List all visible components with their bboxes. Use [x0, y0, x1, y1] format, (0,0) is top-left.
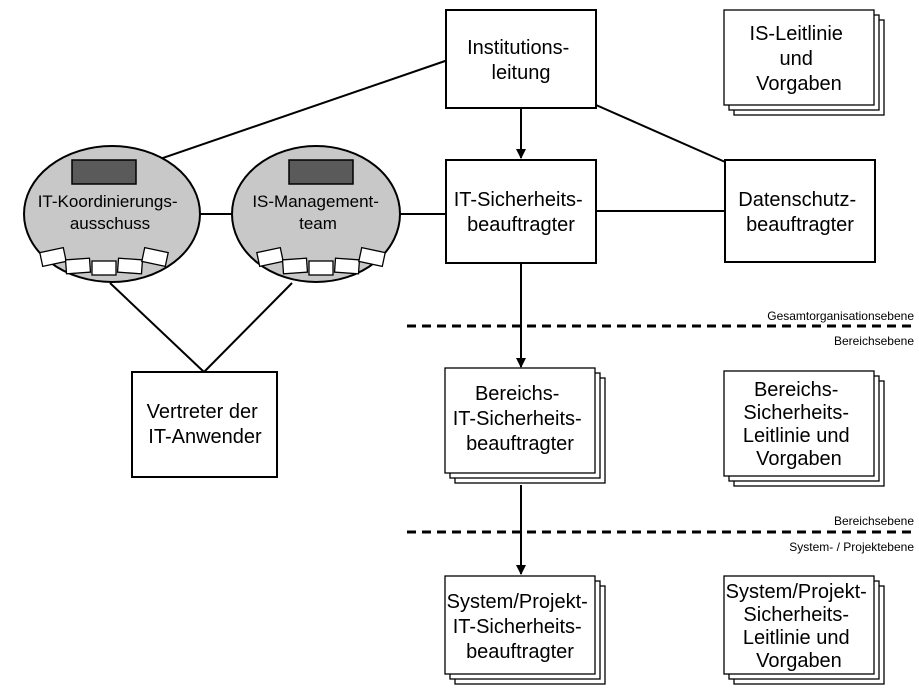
svg-text:Bereichs- Sicherheits-: Bereichs- Sicherheits- Leitlinie und Vor…: [743, 379, 855, 470]
node-institutionsleitung-line-1: Institutions-: [467, 37, 569, 59]
document-stack-is-leitlinie: IS-Leitlinie und Vorgaben: [723, 9, 885, 116]
node-is-leitlinie-line-3: Vorgaben: [756, 73, 842, 95]
node-management-line-2: team: [299, 214, 337, 233]
node-institutionsleitung: Institutions- leitung: [445, 9, 597, 109]
node-datenschutz-line-1: Datenschutz-: [738, 189, 856, 211]
svg-text:Vertreter der IT-Anwende: Vertreter der IT-Anwender: [147, 401, 264, 448]
level-label-bereich-1: Bereichsebene: [834, 334, 914, 348]
svg-text:Institutions- leitung: Institutions- leitung: [467, 37, 575, 84]
node-koordinierung-line-1: IT-Koordinierungs-: [38, 192, 178, 211]
connector-koordinierung-to-vertreter: [109, 282, 205, 373]
node-bereichs-itsb-line-3: beauftragter: [466, 433, 574, 455]
chair-row-icon: [39, 246, 169, 276]
node-bereichs-leitlinie-line-4: Vorgaben: [756, 448, 842, 470]
meeting-table-it-koordinierung: IT-Koordinierungs- ausschuss: [23, 145, 201, 283]
node-bereichs-leitlinie-line-3: Leitlinie und: [743, 425, 850, 447]
node-koordinierung-line-2: ausschuss: [70, 214, 150, 233]
svg-text:System/Projekt- Sicherhe: System/Projekt- Sicherheits- Leitlinie u…: [726, 581, 873, 672]
node-vertreter-line-2: IT-Anwender: [148, 426, 262, 448]
svg-text:IT-Koordinierungs- aussc: IT-Koordinierungs- ausschuss: [38, 192, 183, 233]
node-itsb-line-2: beauftragter: [467, 214, 575, 236]
level-label-bereich-2: Bereichsebene: [834, 514, 914, 528]
node-is-leitlinie-line-2: und: [780, 48, 813, 70]
node-vertreter-it-anwender: Vertreter der IT-Anwender: [131, 371, 278, 478]
node-institutionsleitung-line-2: leitung: [492, 62, 551, 84]
node-bereichs-it-sicherheitsbeauftragter: Bereichs- IT-Sicherheits- beauftragter: [444, 367, 606, 484]
svg-text:Bereichs- IT-Sicherheits: Bereichs- IT-Sicherheits- beauftragter: [453, 383, 588, 455]
chair-row-icon: [256, 246, 386, 276]
node-system-leitlinie-line-2: Sicherheits-: [743, 604, 849, 626]
node-is-leitlinie-line-1: IS-Leitlinie: [750, 23, 843, 45]
node-itsb-line-1: IT-Sicherheits-: [454, 189, 583, 211]
node-system-leitlinie-line-1: System/Projekt-: [726, 581, 867, 603]
connector-leitung-to-koordinierung: [121, 59, 449, 173]
document-stack-system-leitlinie: System/Projekt- Sicherheits- Leitlinie u…: [723, 575, 885, 685]
node-bereichs-leitlinie-line-2: Sicherheits-: [743, 402, 849, 424]
node-system-itsb-line-1: System/Projekt-: [447, 591, 588, 613]
node-system-itsb-line-2: IT-Sicherheits-: [453, 616, 582, 638]
screen-icon: [288, 159, 354, 185]
svg-text:IT-Sicherheits- beauftra: IT-Sicherheits- beauftragter: [454, 189, 589, 236]
node-system-itsb-line-3: beauftragter: [466, 641, 574, 663]
node-management-line-1: IS-Management-: [252, 192, 379, 211]
node-datenschutz-line-2: beauftragter: [746, 214, 854, 236]
node-bereichs-leitlinie-line-1: Bereichs-: [754, 379, 838, 401]
node-datenschutzbeauftragter: Datenschutz- beauftragter: [724, 159, 876, 263]
connector-management-to-vertreter: [203, 282, 293, 373]
node-vertreter-line-1: Vertreter der: [147, 401, 259, 423]
document-stack-bereichs-leitlinie: Bereichs- Sicherheits- Leitlinie und Vor…: [723, 370, 885, 487]
svg-text:System/Projekt- IT-Siche: System/Projekt- IT-Sicherheits- beauftra…: [447, 591, 594, 663]
screen-icon: [71, 159, 137, 185]
node-system-it-sicherheitsbeauftragter: System/Projekt- IT-Sicherheits- beauftra…: [444, 575, 606, 685]
node-system-leitlinie-line-3: Leitlinie und: [743, 627, 850, 649]
svg-text:IS-Leitlinie und V: IS-Leitlinie und Vorgaben: [750, 23, 849, 95]
node-it-sicherheitsbeauftragter: IT-Sicherheits- beauftragter: [445, 159, 597, 264]
meeting-table-is-management: IS-Management- team: [231, 145, 401, 283]
svg-text:Datenschutz- beauftragte: Datenschutz- beauftragter: [738, 189, 861, 236]
level-label-gesamtorganisation: Gesamtorganisationsebene: [767, 309, 914, 323]
level-label-system-projekt: System- / Projektebene: [789, 540, 914, 554]
node-system-leitlinie-line-4: Vorgaben: [756, 650, 842, 672]
svg-text:IS-Management- team: IS-Management- team: [252, 192, 383, 233]
connector-leitung-to-datenschutz: [595, 104, 733, 166]
node-bereichs-itsb-line-1: Bereichs-: [475, 383, 559, 405]
node-bereichs-itsb-line-2: IT-Sicherheits-: [453, 408, 582, 430]
